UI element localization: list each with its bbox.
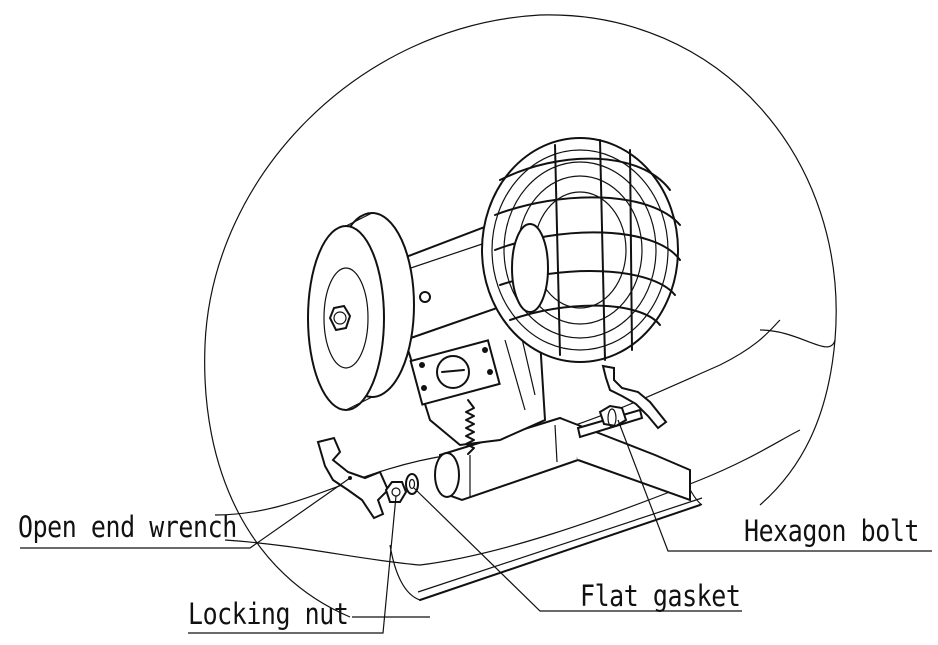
pulley (307, 212, 415, 411)
hexagon-bolt (576, 404, 644, 439)
open-end-wrench-left (316, 436, 390, 520)
label-flat-gasket: Flat gasket (580, 579, 741, 613)
flat-gasket-part (405, 473, 419, 495)
mounting-bracket (434, 416, 691, 502)
label-hexagon-bolt: Hexagon bolt (744, 514, 920, 548)
open-end-wrench-right (601, 364, 668, 430)
label-open-end-wrench: Open end wrench (18, 510, 237, 544)
leader-lines (20, 419, 932, 634)
label-locking-nut: Locking nut (188, 597, 349, 631)
radiator-fan (481, 137, 681, 363)
detail-circle (204, 14, 837, 618)
